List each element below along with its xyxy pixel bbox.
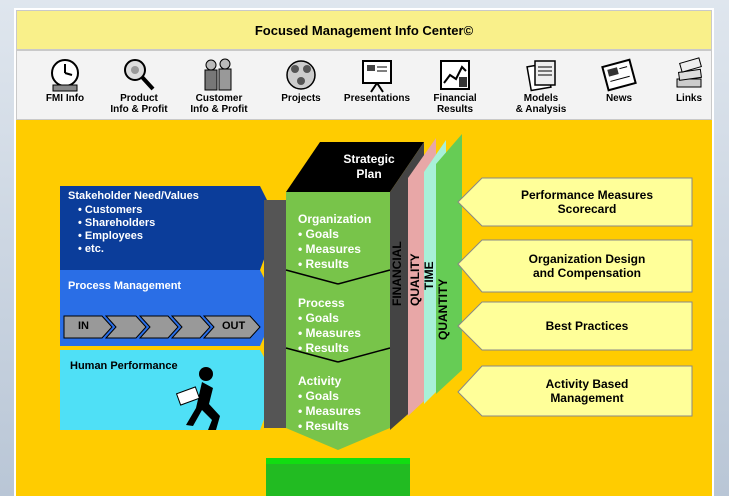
level-item: Results <box>305 257 349 271</box>
stakeholder-item: Customers <box>78 204 258 217</box>
nav-label: News <box>605 93 633 104</box>
nav-news[interactable]: News <box>583 55 655 117</box>
performance-measures-label: Performance Measures Scorecard <box>520 188 654 216</box>
pillar-post <box>264 200 286 428</box>
in-label: IN <box>78 320 89 332</box>
level-title: Activity <box>298 374 342 388</box>
nav-customer-info[interactable]: Customer Info & Profit <box>183 55 255 117</box>
nav-label: Models & Analysis <box>515 93 567 115</box>
presentation-icon <box>362 60 392 93</box>
out-chevron <box>202 315 261 339</box>
level-activity: Activity • Goals • Measures • Results <box>298 374 361 433</box>
nav-label: Product Info & Profit <box>110 93 168 115</box>
human-arrow <box>60 350 278 430</box>
right-arrow-3 <box>457 301 693 351</box>
level-organization: Organization • Goals • Measures • Result… <box>298 212 372 271</box>
stakeholder-item: etc. <box>78 243 258 256</box>
newspaper-icon <box>601 58 637 92</box>
best-practices-label: Best Practices <box>545 319 629 333</box>
people-icon <box>204 58 232 91</box>
nav-product-info[interactable]: Product Info & Profit <box>103 55 175 117</box>
level-item: Goals <box>305 389 339 403</box>
level-item: Results <box>305 419 349 433</box>
bottom-green-bar <box>266 458 410 496</box>
dimension-financial: FINANCIAL <box>390 241 404 306</box>
clock-icon <box>51 59 79 92</box>
right-arrow-4 <box>457 365 693 417</box>
stakeholder-item: Employees <box>78 230 258 243</box>
dimension-quality: QUALITY <box>408 253 422 306</box>
nav-label: Financial Results <box>433 93 477 115</box>
level-item: Goals <box>305 227 339 241</box>
in-chevron <box>63 315 113 339</box>
chart-icon <box>440 60 470 90</box>
nav-label: Customer Info & Profit <box>190 93 248 115</box>
level-item: Measures <box>305 326 361 340</box>
runner-icon <box>175 367 220 430</box>
nav-presentations[interactable]: Presentations <box>341 55 413 117</box>
page-title: Focused Management Info Center© <box>16 10 712 50</box>
level-title: Organization <box>298 212 372 226</box>
nav-bar: FMI Info Product Info & Profit Customer … <box>16 50 712 120</box>
right-arrow-2 <box>457 239 693 293</box>
stack-icon <box>676 57 703 88</box>
stakeholder-item: Shareholders <box>78 217 258 230</box>
documents-icon <box>526 60 556 92</box>
nav-links[interactable]: Links <box>653 55 725 117</box>
diagram-panel: Stakeholder Need/Values Customers Shareh… <box>16 120 712 496</box>
nav-financial-results[interactable]: Financial Results <box>419 55 491 117</box>
out-label: OUT <box>222 320 246 332</box>
level-item: Goals <box>305 311 339 325</box>
nav-fmi-info[interactable]: FMI Info <box>29 55 101 117</box>
magnifier-icon <box>124 59 155 91</box>
team-icon <box>286 60 316 90</box>
nav-label: Presentations <box>343 93 411 104</box>
nav-label: Links <box>675 93 703 104</box>
strategic-plan-label: Strategic Plan <box>343 152 395 181</box>
right-arrow-1 <box>457 177 693 227</box>
process-mgmt-title: Process Management <box>68 280 182 292</box>
level-item: Results <box>305 341 349 355</box>
dimension-quantity: QUANTITY <box>436 278 450 340</box>
activity-based-label: Activity Based Management <box>545 377 629 405</box>
nav-label: Projects <box>281 93 321 104</box>
quantity-strip <box>436 134 462 394</box>
nav-label: FMI Info <box>45 93 85 104</box>
level-item: Measures <box>305 404 361 418</box>
strategic-plan-block <box>286 142 424 192</box>
human-performance-title: Human Performance <box>70 360 178 372</box>
organization-design-label: Organization Design and Compensation <box>528 252 646 280</box>
dimension-time: TIME <box>422 261 436 290</box>
level-process: Process • Goals • Measures • Results <box>298 296 361 355</box>
green-column <box>286 192 390 450</box>
stakeholder-text: Stakeholder Need/Values Customers Shareh… <box>68 190 258 256</box>
nav-models-analysis[interactable]: Models & Analysis <box>505 55 577 117</box>
level-item: Measures <box>305 242 361 256</box>
level-title: Process <box>298 296 345 310</box>
nav-projects[interactable]: Projects <box>265 55 337 117</box>
stakeholder-title: Stakeholder Need/Values <box>68 190 199 202</box>
